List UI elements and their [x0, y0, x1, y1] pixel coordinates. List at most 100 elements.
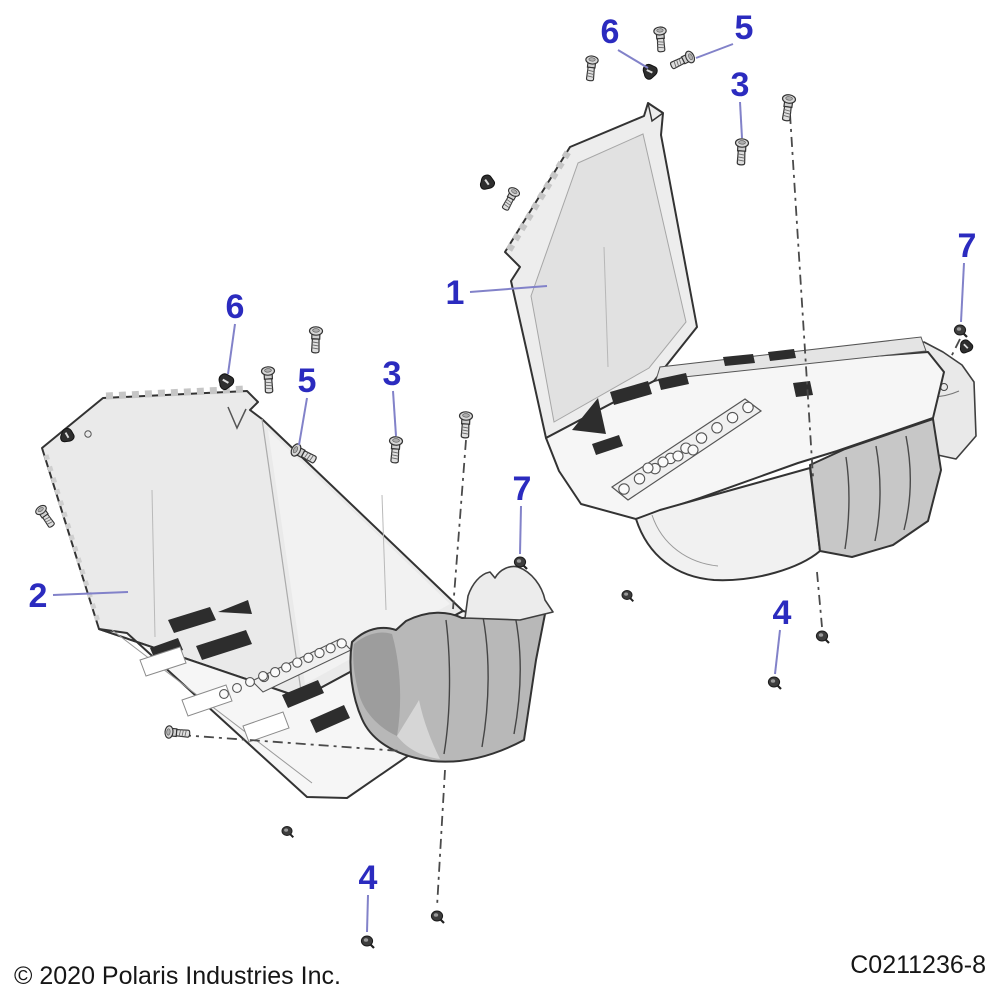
left-tread-tri [218, 600, 252, 614]
screw-icon [387, 435, 404, 464]
right-panel-inner-face [530, 133, 687, 423]
leader-line-6 [227, 323, 236, 375]
screw-icon [499, 185, 522, 213]
left-wall-seam-1 [151, 489, 156, 638]
callout-6: 6 [226, 288, 245, 326]
bead-circle [726, 411, 739, 424]
left-pocket-highlight [397, 700, 440, 759]
bead-circle [303, 652, 314, 663]
right-tread-tri [572, 398, 606, 434]
callout-1: 1 [446, 274, 465, 312]
left-wall-crease [261, 418, 303, 699]
right-apron-curve [651, 514, 719, 567]
callout-7: 7 [958, 227, 977, 265]
leader-line-5 [298, 397, 308, 446]
bead-circle [672, 450, 684, 462]
left-tread-bar-4 [282, 680, 324, 708]
leader-line-4 [366, 894, 369, 933]
bead-circle [281, 662, 292, 673]
rivet-icon [360, 934, 376, 950]
rivet-icon [953, 323, 969, 339]
screw-icon [733, 137, 750, 166]
rivet-icon [815, 629, 831, 645]
screw-icon [583, 54, 600, 82]
alignment-dash-lines [180, 113, 961, 908]
right-bead-circles [618, 401, 754, 495]
right-floor-hole [793, 381, 813, 397]
screw-icon [33, 503, 58, 531]
bead-circle [742, 401, 754, 414]
left-wall-seam-2 [381, 494, 387, 611]
leader-line-3 [739, 101, 743, 139]
screw-icon [668, 49, 697, 73]
right-tread-bar-3 [592, 435, 623, 455]
screw-icon [260, 365, 277, 394]
screw-icon [163, 724, 191, 741]
screw-icon [308, 325, 324, 354]
left-serrated-top-edge [105, 385, 247, 400]
leader-line-3 [392, 390, 397, 437]
leader-line-1 [469, 285, 548, 293]
right-wall-slot-2 [768, 349, 796, 361]
bead-circle [711, 422, 723, 434]
dash-line-3 [452, 439, 467, 610]
leader-line-2 [52, 591, 129, 596]
rivet-icon [430, 909, 446, 925]
rivet-icon [280, 825, 295, 839]
screw-icon [778, 93, 797, 123]
leader-line-7 [960, 262, 965, 323]
callout-2: 2 [29, 577, 48, 615]
dash-line-1 [789, 113, 814, 478]
clip-icon [478, 173, 497, 192]
clip-icon [959, 338, 974, 354]
screw-icon [457, 410, 474, 439]
bead-circle [292, 657, 303, 668]
left-mud-flap [464, 565, 554, 621]
right-wall-rib-2 [874, 445, 881, 542]
right-wall-slot-1 [723, 354, 755, 366]
bead-circle [618, 483, 630, 495]
dash-line-6 [950, 338, 961, 358]
left-pocket-rib-3 [513, 614, 521, 735]
left-pocket-rib-1 [443, 619, 451, 755]
callout-3: 3 [383, 355, 402, 393]
left-pocket-shadow [353, 632, 401, 736]
left-outer-ribbed-pocket [349, 611, 546, 763]
clip-icon [216, 370, 237, 392]
bead-circle [695, 432, 708, 444]
bead-circle [258, 671, 268, 681]
callout-4: 4 [359, 859, 378, 897]
leader-line-6 [617, 49, 649, 69]
left-mount-hole [84, 430, 92, 438]
left-top-notch [227, 406, 247, 430]
leader-line-5 [695, 43, 734, 59]
bead-circle [336, 638, 347, 649]
right-wall-rib-3 [903, 435, 911, 531]
bead-circle [642, 462, 654, 474]
bead-circle [325, 643, 336, 654]
left-pocket-rib-2 [481, 616, 489, 748]
callout-5: 5 [298, 362, 317, 400]
left-bead-circles [219, 638, 347, 699]
callout-5: 5 [735, 9, 754, 47]
right-tread-bar-1 [610, 381, 652, 405]
dash-line-5 [180, 734, 401, 752]
left-tread-bar-2 [196, 630, 252, 660]
bead-circle [657, 456, 669, 468]
callout-6: 6 [601, 13, 620, 51]
left-floor-pad-3 [242, 711, 290, 743]
left-tread-bar-5 [310, 705, 350, 733]
dash-line-2 [816, 571, 823, 628]
footwell-left-art [41, 385, 554, 799]
leader-line-4 [774, 629, 781, 675]
screw-icon [652, 26, 669, 53]
dash-line-4 [436, 769, 446, 908]
rivet-icon [620, 589, 635, 603]
footwell-right-art [504, 102, 977, 582]
left-wall-bright-face [268, 430, 450, 684]
left-tread-bar-1 [168, 607, 216, 633]
bead-circle [245, 677, 255, 687]
